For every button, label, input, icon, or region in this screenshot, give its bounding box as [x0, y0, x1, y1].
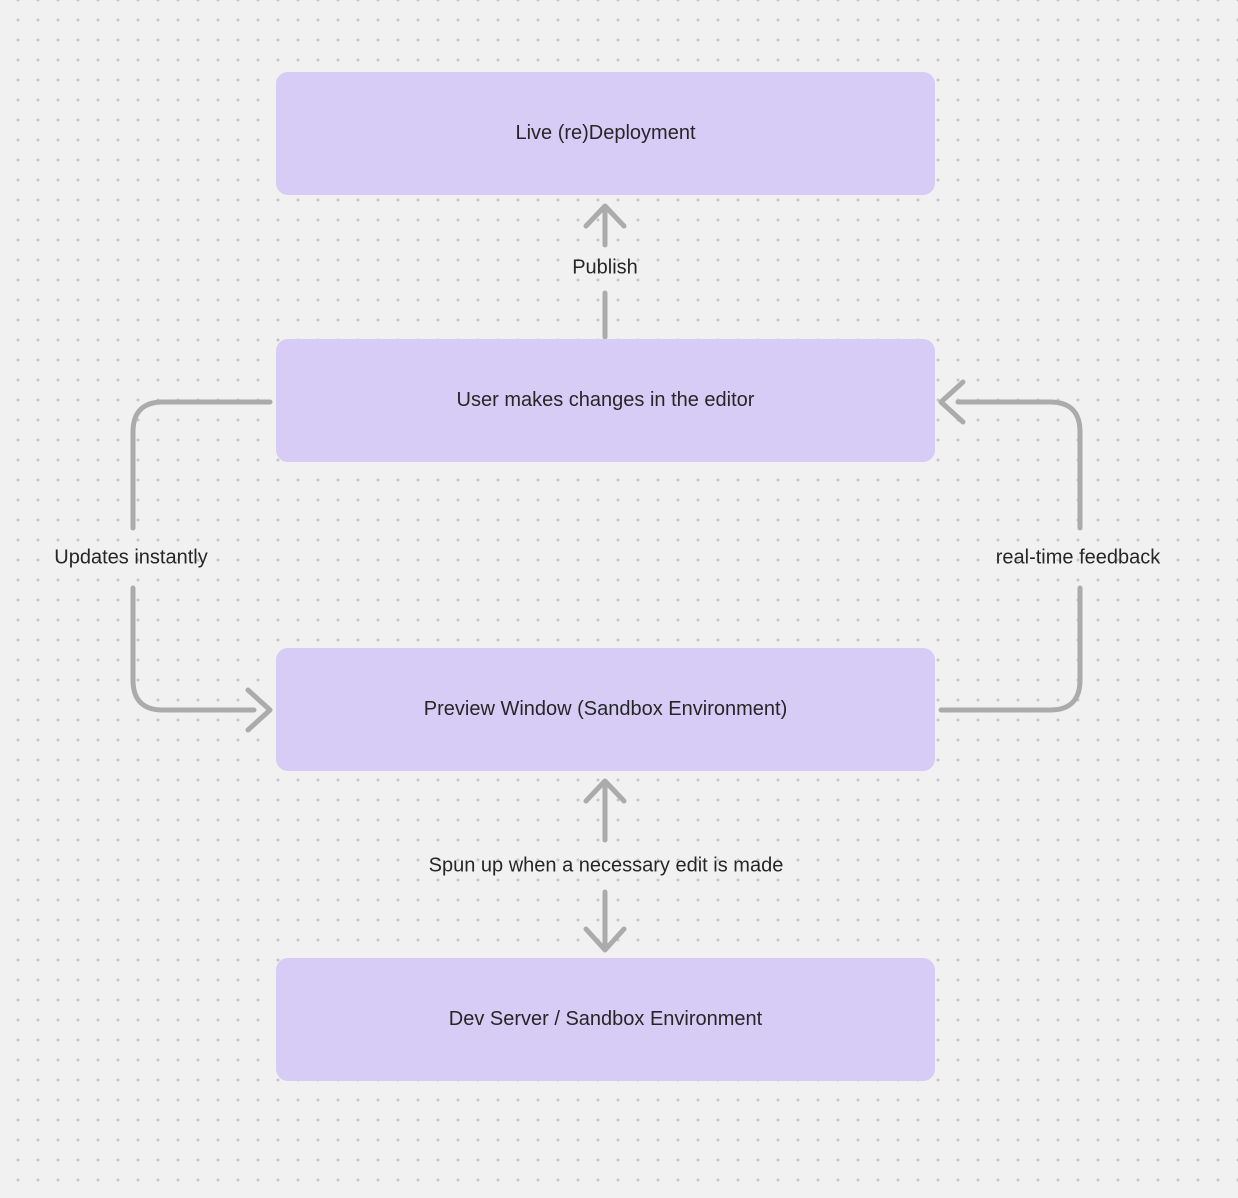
edge-label-realtime-feedback: real-time feedback — [995, 546, 1161, 569]
edge-label-publish: Publish — [572, 256, 638, 279]
spun-up-up-arrowhead-icon — [583, 778, 627, 804]
node-live-redeployment: Live (re)Deployment — [276, 72, 935, 195]
updates-instantly-arrow — [130, 399, 273, 733]
node-preview-window: Preview Window (Sandbox Environment) — [276, 648, 935, 771]
realtime-feedback-arrow — [938, 379, 1083, 713]
node-live-redeployment-label: Live (re)Deployment — [515, 122, 696, 144]
realtime-feedback-upper-segment — [955, 399, 1083, 531]
edge-label-spun-up: Spun up when a necessary edit is made — [428, 854, 784, 877]
edge-label-updates-instantly: Updates instantly — [54, 546, 208, 569]
node-user-makes-changes-label: User makes changes in the editor — [456, 389, 755, 411]
node-user-makes-changes: User makes changes in the editor — [276, 339, 935, 462]
updates-instantly-lower-segment — [130, 585, 257, 713]
node-dev-server-label: Dev Server / Sandbox Environment — [448, 1008, 763, 1030]
node-preview-window-label: Preview Window (Sandbox Environment) — [423, 698, 788, 720]
realtime-feedback-lower-segment — [938, 585, 1083, 713]
updates-instantly-arrowhead-icon — [245, 687, 273, 733]
updates-instantly-upper-segment — [130, 399, 273, 531]
publish-arrow — [583, 203, 627, 340]
realtime-feedback-arrowhead-icon — [938, 379, 966, 425]
node-dev-server: Dev Server / Sandbox Environment — [276, 958, 935, 1081]
spun-up-down-arrowhead-icon — [583, 926, 627, 953]
publish-arrowhead-icon — [583, 203, 627, 229]
spun-up-arrows — [583, 778, 627, 953]
